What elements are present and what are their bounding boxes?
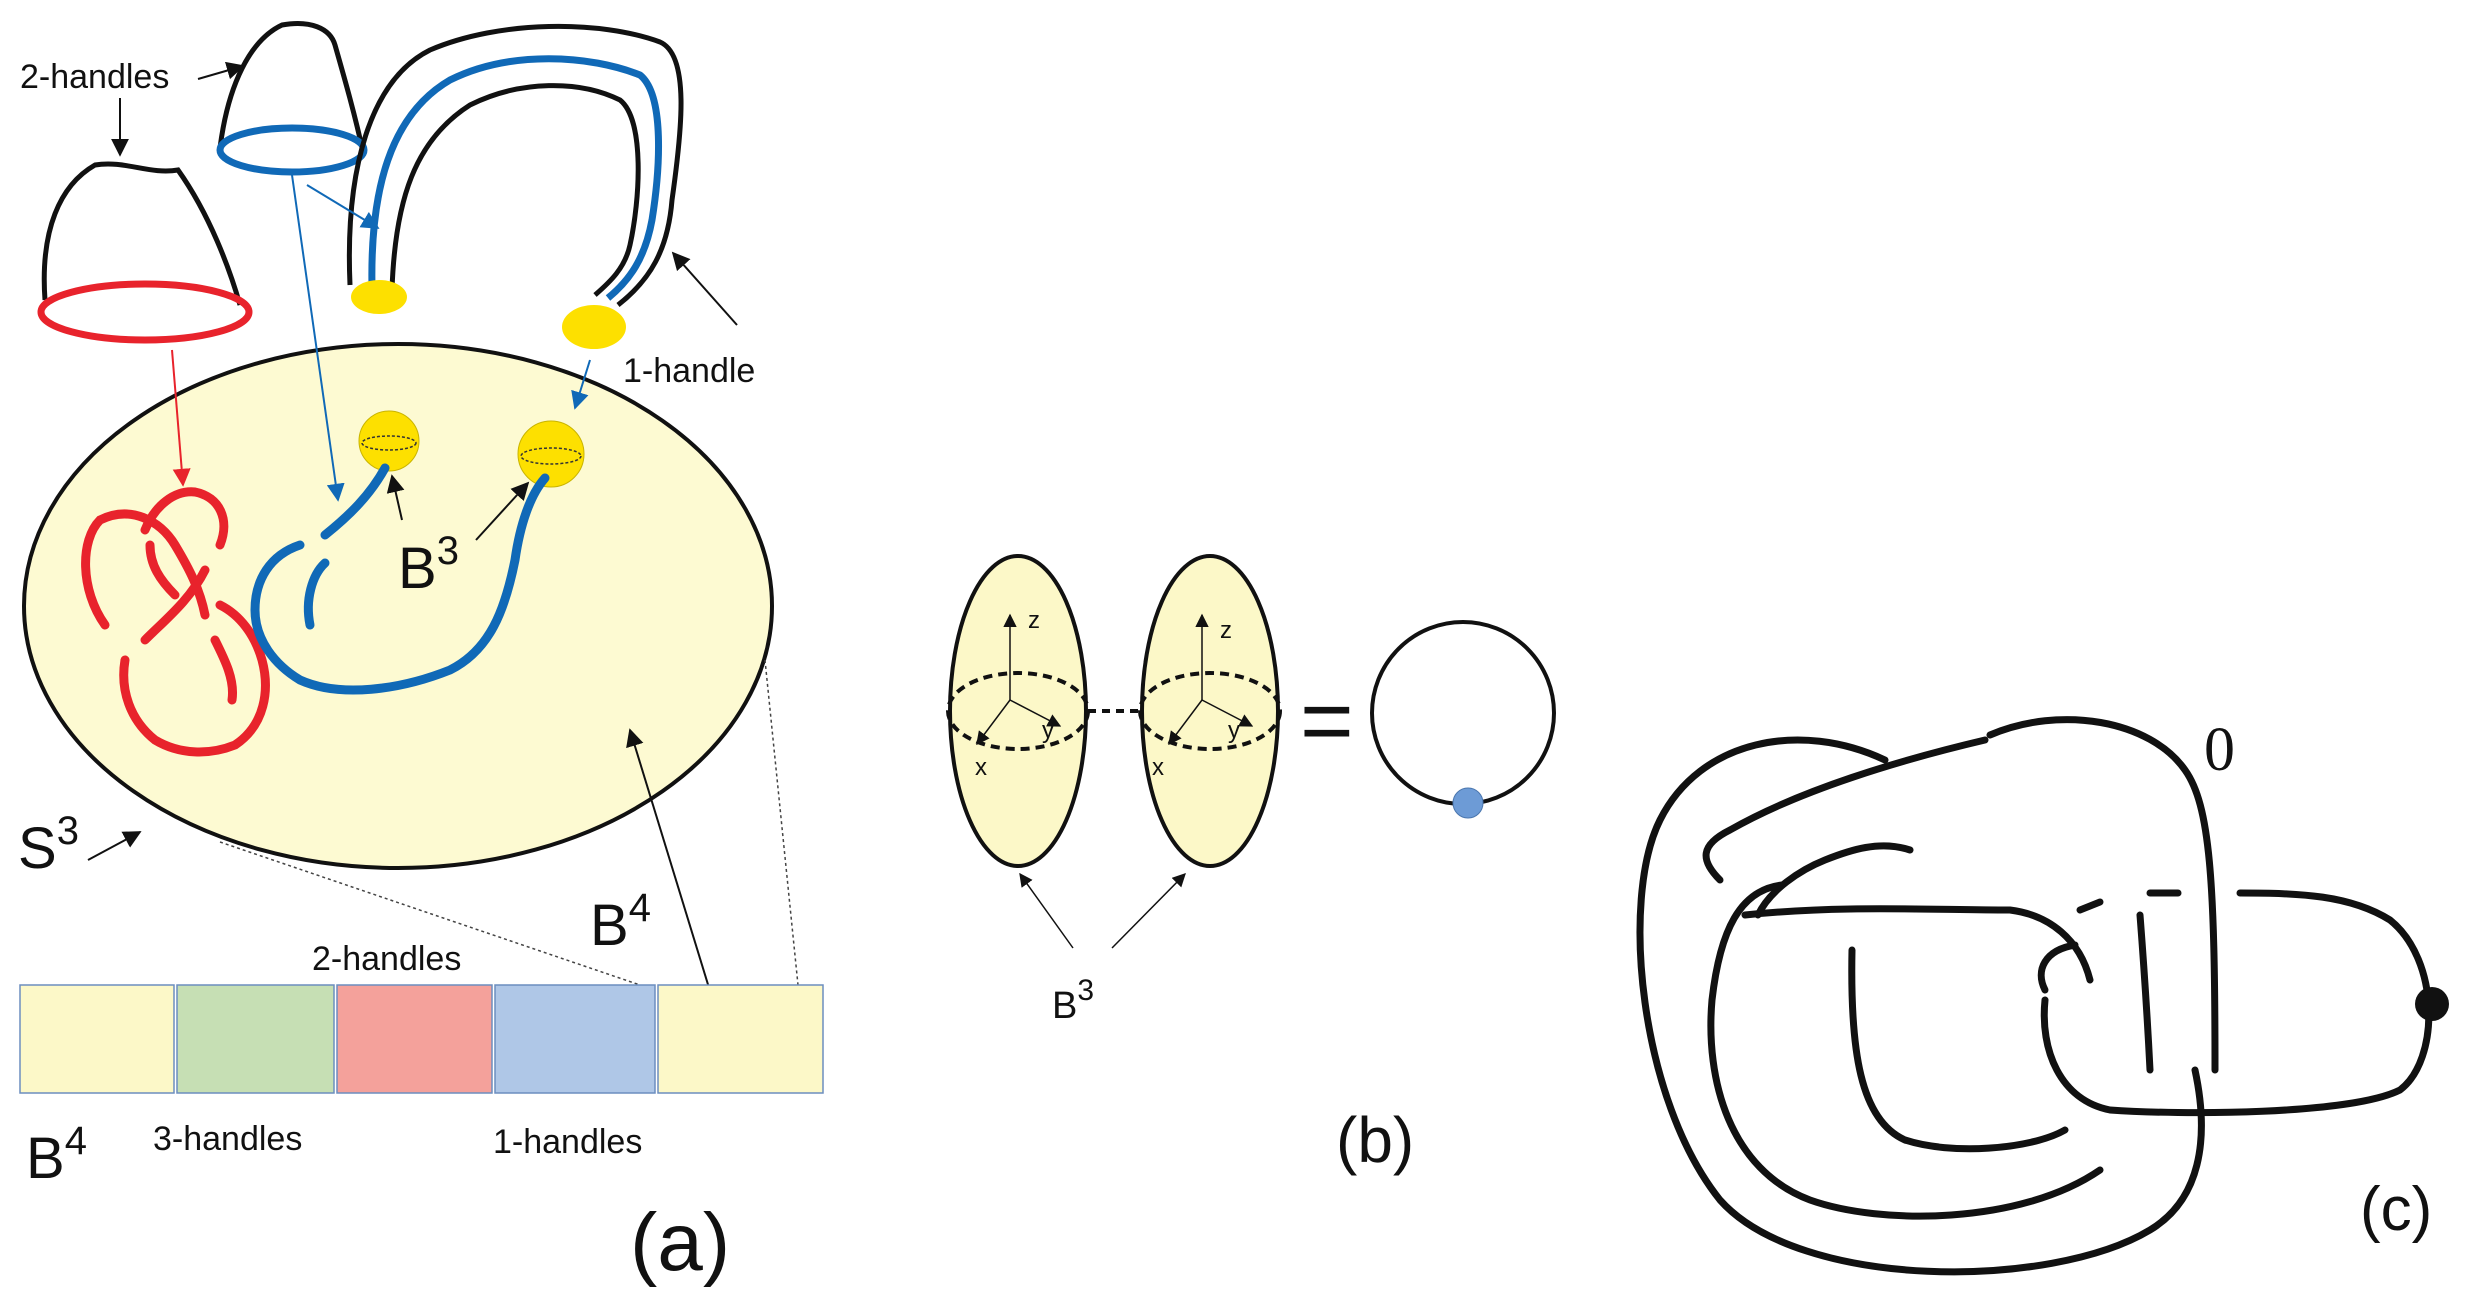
blue-arrow-left bbox=[291, 174, 345, 502]
b4-ball bbox=[22, 342, 774, 870]
arrow-b3-left bbox=[386, 474, 405, 521]
label-s3: S3 bbox=[18, 809, 79, 881]
label-b4-bottom: B4 bbox=[26, 1119, 87, 1191]
red-trefoil-knot bbox=[81, 487, 270, 757]
red-arrow bbox=[171, 349, 191, 487]
two-handle-left-attaching-circle bbox=[37, 280, 253, 344]
arrow-b3-b-right bbox=[1111, 873, 1186, 949]
axis-z-left: z bbox=[1028, 607, 1040, 634]
arrow-1handle bbox=[671, 251, 738, 326]
bar-segment-3handles bbox=[176, 984, 335, 1094]
knot-crossing-arc bbox=[1741, 905, 2094, 984]
decomposition-bar bbox=[19, 984, 824, 1094]
axis-y-left: y bbox=[1042, 717, 1054, 744]
arrow-b3-b-left bbox=[1019, 872, 1074, 949]
panel-b-label: (b) bbox=[1336, 1104, 1414, 1176]
panel-a-label: (a) bbox=[630, 1197, 730, 1288]
zoom-line-left bbox=[219, 841, 641, 986]
arrow-s3 bbox=[87, 831, 142, 861]
panel-a: 2-handles 1-handle B3 S3 B4 2-handles 3-… bbox=[18, 21, 824, 1288]
panel-b: z y x z y x = B3 (b) bbox=[946, 554, 1556, 1176]
arrow-2handles-top bbox=[197, 61, 245, 80]
knot-inner-vertical bbox=[2037, 941, 2079, 994]
bar-segment-b4-right bbox=[657, 984, 824, 1094]
label-bar-2handles: 2-handles bbox=[312, 940, 461, 978]
axis-x-left: x bbox=[975, 754, 987, 781]
label-bar-3handles: 3-handles bbox=[153, 1120, 302, 1158]
blue-arrow-right bbox=[571, 359, 591, 410]
axis-y-right: y bbox=[1228, 717, 1240, 744]
knot-inner-hook bbox=[1702, 736, 1989, 884]
label-2handles-top: 2-handles bbox=[20, 58, 169, 96]
two-handle-left bbox=[41, 161, 243, 306]
axis-z-right: z bbox=[1220, 617, 1232, 644]
knot-inner-u bbox=[1848, 946, 2069, 1153]
b3-right-ellipse bbox=[1138, 554, 1282, 868]
knot-right-strand bbox=[2136, 911, 2154, 1074]
knot-middle-arc bbox=[1754, 842, 1914, 919]
knot-left-strand bbox=[1707, 881, 2104, 1220]
bar-segment-b4-left bbox=[19, 984, 175, 1094]
knot-dash-1 bbox=[2076, 898, 2104, 914]
equals-sign: = bbox=[1300, 670, 1354, 772]
b3-ball-right bbox=[517, 420, 585, 488]
two-handle-top-attaching-circle bbox=[216, 124, 368, 176]
one-handle-circle bbox=[1370, 620, 1556, 806]
blue-attaching-curve bbox=[250, 463, 550, 695]
axis-x-right: x bbox=[1152, 754, 1164, 781]
b3-ball-left bbox=[358, 410, 420, 472]
label-bar-1handles: 1-handles bbox=[493, 1123, 642, 1161]
knot-right-lower bbox=[2040, 889, 2433, 1117]
label-b3: B3 bbox=[398, 529, 459, 601]
panel-c bbox=[1636, 716, 2449, 1276]
b3-left-ellipse bbox=[946, 554, 1090, 868]
knot-top-arc bbox=[1986, 716, 2219, 1074]
framing-label: 0 bbox=[2204, 716, 2235, 784]
bar-segment-1handles bbox=[494, 984, 656, 1094]
panel-c-label: (c) bbox=[2360, 1175, 2432, 1244]
label-1handle: 1-handle bbox=[623, 352, 755, 390]
bar-segment-2handles bbox=[336, 984, 493, 1094]
zoom-line-right bbox=[764, 659, 799, 986]
arrow-b3-right bbox=[475, 481, 530, 541]
label-b4-inner: B4 bbox=[590, 886, 651, 958]
one-handle bbox=[346, 23, 684, 349]
blue-arrow-upper bbox=[306, 184, 380, 229]
knot-outer-loop bbox=[1636, 736, 2205, 1276]
dotted-circle-black-dot bbox=[2415, 987, 2449, 1021]
label-b3-b: B3 bbox=[1052, 974, 1094, 1027]
dotted-circle-dot bbox=[1452, 787, 1484, 819]
